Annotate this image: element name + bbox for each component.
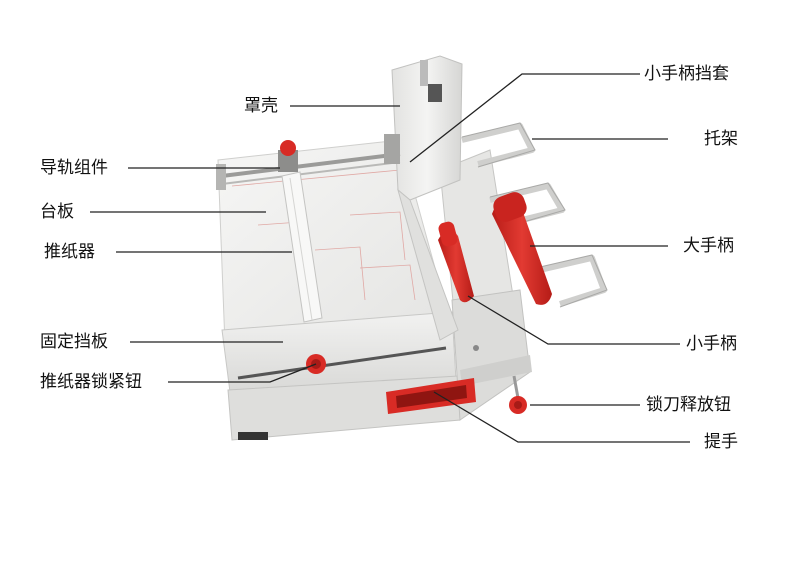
label-carry-handle: 提手 bbox=[704, 432, 738, 452]
label-bracket: 托架 bbox=[704, 129, 738, 149]
leader-pusher-lock bbox=[168, 363, 317, 383]
bracket-rods bbox=[461, 123, 607, 307]
rail-carriage bbox=[278, 150, 298, 172]
guide-rail-assembly bbox=[216, 134, 401, 190]
leader-lines bbox=[90, 73, 690, 443]
label-small-handle-sleeve: 小手柄挡套 bbox=[644, 64, 729, 84]
front-foot bbox=[238, 432, 268, 440]
label-guide-rail: 导轨组件 bbox=[40, 158, 108, 178]
lower-rail bbox=[460, 355, 532, 386]
label-fixed-stop: 固定挡板 bbox=[40, 332, 108, 352]
label-knife-release-knob: 锁刀释放钮 bbox=[646, 395, 731, 415]
paper-pusher-bar bbox=[281, 171, 323, 323]
carry-handle bbox=[386, 378, 476, 414]
leader-small-sleeve bbox=[409, 73, 640, 163]
label-big-handle: 大手柄 bbox=[683, 236, 734, 256]
label-table: 台板 bbox=[40, 202, 74, 222]
cover-tower bbox=[391, 55, 463, 341]
rail-end-block bbox=[384, 134, 400, 164]
leader-small-handle bbox=[467, 295, 680, 345]
tower-window bbox=[428, 84, 442, 102]
small-handle bbox=[438, 221, 479, 351]
label-cover: 罩壳 bbox=[244, 96, 278, 116]
label-small-handle: 小手柄 bbox=[686, 334, 737, 354]
big-handle bbox=[492, 192, 552, 305]
knife-release-knob bbox=[509, 375, 527, 414]
label-pusher-lock-knob: 推纸器锁紧钮 bbox=[40, 372, 142, 392]
tower-slot bbox=[420, 60, 428, 86]
bracket-rod-edges bbox=[461, 122, 608, 308]
label-paper-pusher: 推纸器 bbox=[44, 242, 95, 262]
rail-knob bbox=[280, 140, 296, 156]
leader-carry-handle bbox=[433, 391, 690, 443]
pusher-slot bbox=[237, 346, 447, 380]
